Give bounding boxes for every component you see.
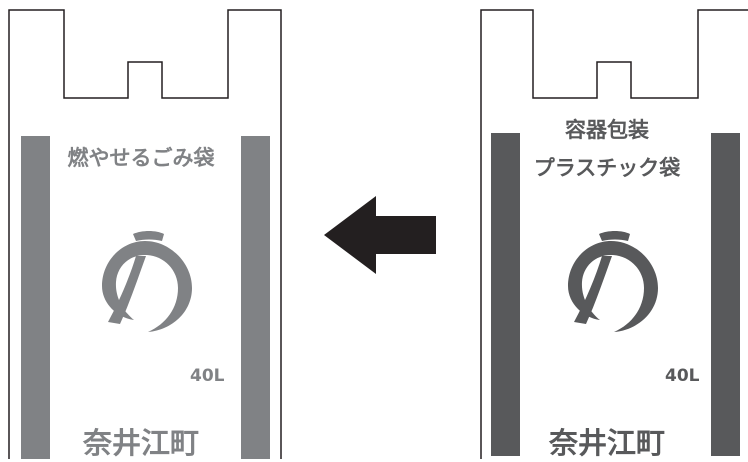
bag-outline: [480, 9, 748, 459]
arrow-left-icon: [324, 196, 436, 274]
bag-type-label: 燃やせるごみ袋: [67, 146, 215, 170]
bag-capacity: 40L: [190, 366, 225, 386]
bag-stripe-right: [711, 133, 740, 456]
town-name: 奈井江町: [82, 426, 199, 460]
bag-stripe-left: [21, 136, 50, 459]
plastic-packaging-bag: 容器包装 プラスチック袋 40L 奈井江町: [466, 0, 748, 460]
bag-stripe-right: [241, 136, 270, 459]
bag-outline: [8, 9, 282, 459]
naie-town-emblem-icon: [102, 231, 192, 332]
naie-town-emblem-icon: [568, 231, 658, 332]
bag-type-label-line1: 容器包装: [565, 118, 649, 142]
bag-capacity: 40L: [665, 366, 700, 386]
bag-type-label-line2: プラスチック袋: [533, 156, 681, 180]
bag-stripe-left: [491, 133, 520, 456]
burnable-garbage-bag: 燃やせるごみ袋 40L 奈井江町: [0, 0, 282, 460]
town-name: 奈井江町: [548, 426, 665, 460]
